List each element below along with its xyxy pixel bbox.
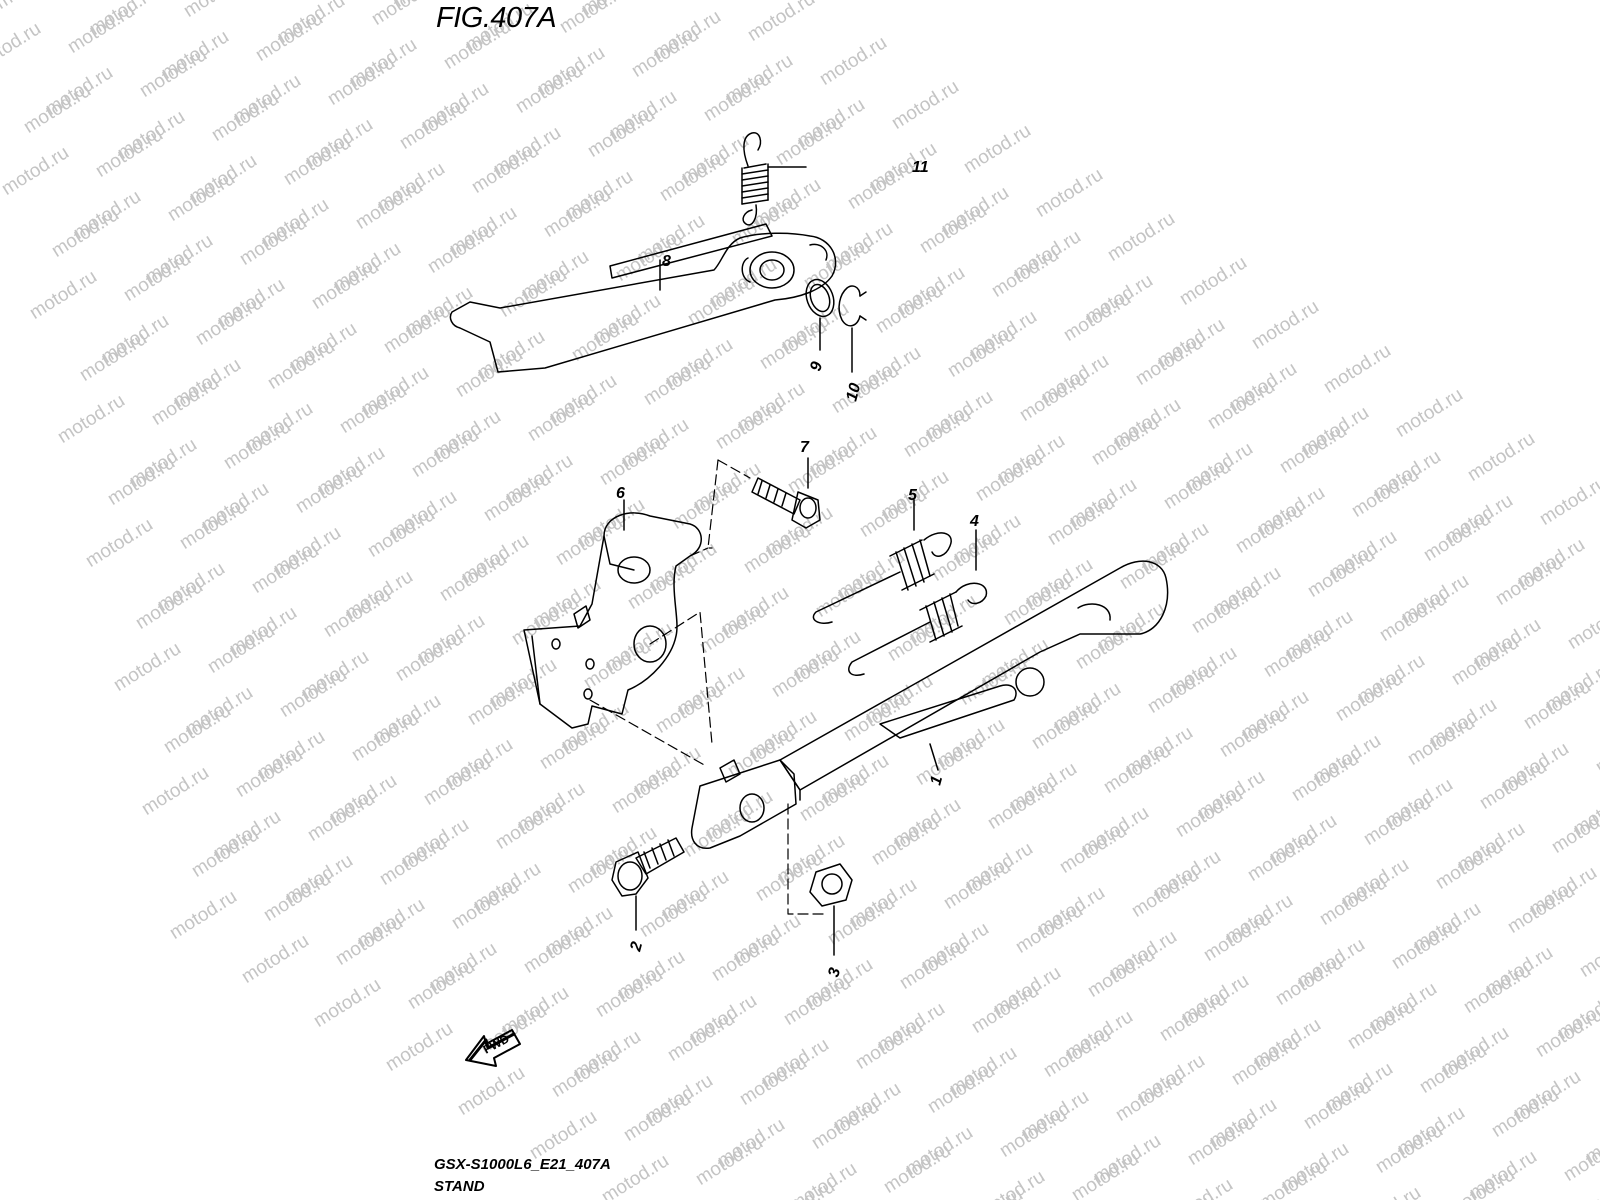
part-4-spring[interactable] [848, 529, 988, 676]
part-5-spring[interactable] [812, 499, 952, 624]
callout-3: 3 [825, 966, 844, 979]
part-6-bracket[interactable] [523, 499, 702, 729]
callout-10: 10 [843, 381, 864, 403]
fwd-label: FWD [481, 1031, 512, 1056]
part-1-side-stand[interactable] [690, 560, 1169, 849]
figure-code: GSX-S1000L6_E21_407A [434, 1156, 611, 1173]
callout-11: 11 [912, 159, 929, 176]
figure-name: STAND [434, 1178, 485, 1195]
part-7-bolt[interactable] [751, 457, 821, 529]
callout-1: 1 [927, 774, 946, 787]
figure-title: FIG.407A [436, 2, 557, 34]
fwd-arrow-icon: FWD [465, 1029, 521, 1067]
callout-5: 5 [908, 487, 918, 504]
part-8-pedal[interactable] [449, 223, 837, 373]
part-3-nut[interactable] [809, 863, 853, 956]
part-10-circlip[interactable] [838, 285, 867, 373]
part-9-washer[interactable] [801, 276, 838, 351]
callout-2: 2 [627, 940, 646, 954]
callout-4: 4 [969, 513, 979, 530]
guide-lines [589, 459, 829, 915]
callout-9: 9 [807, 360, 826, 373]
callout-6: 6 [616, 485, 625, 502]
callout-7: 7 [800, 439, 810, 456]
part-2-pivot-bolt[interactable] [611, 837, 685, 931]
part-11-spring[interactable] [741, 132, 807, 226]
callout-8: 8 [662, 253, 671, 270]
